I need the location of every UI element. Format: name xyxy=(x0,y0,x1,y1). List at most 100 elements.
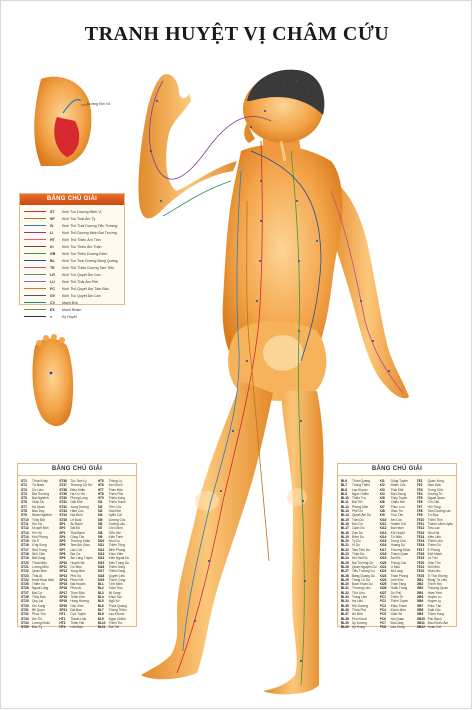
point-name: Thiếu Hải xyxy=(70,620,84,625)
point-code: BL18 xyxy=(341,530,349,535)
point-code: GB7 xyxy=(416,603,424,608)
point-code: ST19 xyxy=(21,556,29,561)
point-code: SP21 xyxy=(59,607,68,612)
point-name: Quan Môn xyxy=(32,569,47,574)
point-code: SI13 xyxy=(97,552,105,557)
point-name: Khúc Sai xyxy=(108,595,122,600)
point-code: SI15 xyxy=(97,560,105,565)
point-name: Hãm Cốc xyxy=(70,509,84,514)
point-code: SI6 xyxy=(97,521,103,526)
point-code: KI12 xyxy=(379,526,387,531)
point-code: KI23 xyxy=(379,573,387,578)
meridian-legend-row: ●Kỳ Huyệt xyxy=(24,313,120,320)
point-code: PC1 xyxy=(379,595,386,600)
point-code: KI16 xyxy=(379,543,387,548)
point-code: SP18 xyxy=(59,595,68,600)
point-code: BL40 xyxy=(341,625,349,630)
point-name: Cơ Môn xyxy=(70,564,82,569)
point-name: Thái Ất xyxy=(32,573,43,578)
point-code: GB10 xyxy=(416,616,425,621)
point-code: TE8 xyxy=(416,509,423,514)
meridian-name: Kinh Túc Thiếu Dương Đởm xyxy=(62,251,108,256)
point-name: Nhũ Căn xyxy=(32,552,45,557)
point-name: Cách Du xyxy=(352,526,365,531)
point-name: Hòa Liêu xyxy=(427,569,441,574)
meridian-swatch xyxy=(24,287,46,290)
point-code: PC7 xyxy=(379,620,386,625)
point-code: ST34 xyxy=(21,620,29,625)
point-name: Lô Tức xyxy=(427,556,438,561)
point-code: SP16 xyxy=(59,586,68,591)
point-code: BL8 xyxy=(97,612,104,617)
point-code: GB6 xyxy=(416,599,424,604)
point-code: BL32 xyxy=(341,590,349,595)
point-code: SP11 xyxy=(59,564,67,569)
meridian-swatch xyxy=(24,273,46,276)
meridian-code: PC xyxy=(50,286,55,291)
point-code: SP19 xyxy=(59,599,68,604)
point-code: TE11 xyxy=(416,521,425,526)
point-code: SP14 xyxy=(59,577,68,582)
point-name: Bạch Hoàn Du xyxy=(352,582,373,587)
point-code: ST7 xyxy=(21,504,27,509)
point-code: TE15 xyxy=(416,539,425,544)
point-name: Ngũ Xứ xyxy=(108,599,120,604)
point-name: Phù Bạch xyxy=(427,616,442,621)
meridian-code: GB xyxy=(50,251,56,256)
point-name: Thừa Quang xyxy=(108,603,127,608)
point-name: Đại Nghênh xyxy=(32,496,49,501)
meridian-name: Mạch Nhâm xyxy=(62,307,82,312)
meridian-swatch xyxy=(24,266,46,269)
point-name: Hoang Du xyxy=(390,543,405,548)
point-name: Thứ Liêu xyxy=(352,590,365,595)
point-name: Bỉnh Phong xyxy=(108,547,126,552)
point-name: Ngoại Quan xyxy=(427,496,445,501)
point-name: Tứ Mãn xyxy=(390,534,402,539)
point-name: Xung Môn xyxy=(70,569,85,574)
point-code: ST23 xyxy=(21,573,29,578)
point-code: KI1 xyxy=(379,479,385,483)
point-code: ST29 xyxy=(21,599,29,604)
point-name: Lương Khâu xyxy=(32,620,50,625)
point-code: KI22 xyxy=(379,569,387,574)
meridian-name: Kinh Túc Thái Dương Bàng Quang xyxy=(62,258,118,263)
point-code: PC3 xyxy=(379,603,386,608)
meridian-swatch xyxy=(24,308,46,311)
point-name: Ân Môn xyxy=(352,612,363,617)
point-code: PC4 xyxy=(379,607,386,612)
